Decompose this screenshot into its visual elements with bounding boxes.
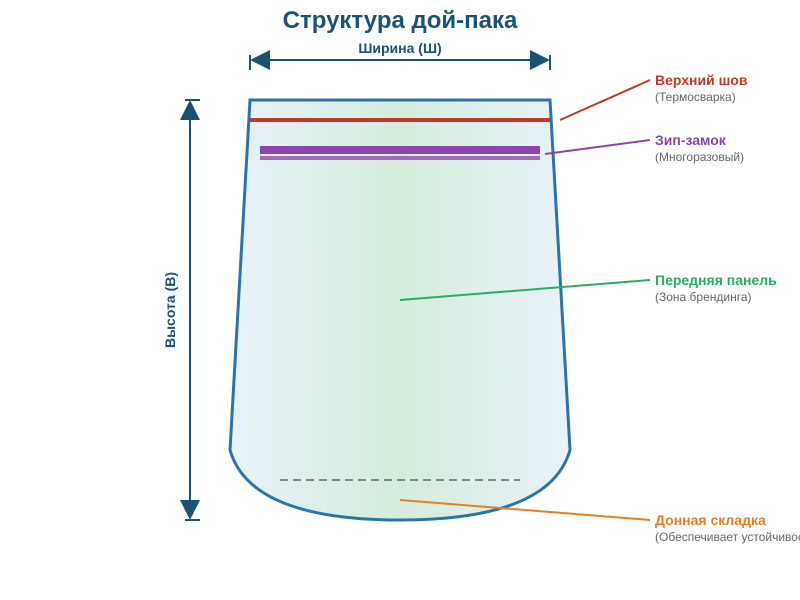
leader-bottom-gusset [399,499,651,521]
height-dimension: Высота (В) [162,99,200,521]
leader-zipper [544,139,651,155]
leader-front-panel [399,279,651,301]
callout-subtitle: (Термосварка) [655,90,736,104]
width-dimension: Ширина (Ш) [249,40,551,70]
leader-top-seal [559,79,651,121]
callout-subtitle: (Обеспечивает устойчивость) [655,530,800,544]
callout-subtitle: (Многоразовый) [655,150,744,164]
callout-title: Передняя панель [655,272,777,288]
callout-zipper: Зип-замок (Многоразовый) [655,132,744,164]
pouch-body [228,98,572,522]
diagram-title: Структура дой-пака [283,7,518,34]
callout-subtitle: (Зона брендинга) [655,290,752,304]
callout-front-panel: Передняя панель (Зона брендинга) [655,272,777,304]
zipper [260,146,540,154]
callout-top-seal: Верхний шов (Термосварка) [655,72,748,104]
callout-title: Верхний шов [655,72,748,88]
height-label: Высота (В) [162,272,178,348]
callout-bottom-gusset: Донная складка (Обеспечивает устойчивост… [655,512,800,544]
callout-title: Донная складка [655,512,766,528]
callout-title: Зип-замок [655,132,727,148]
width-label: Ширина (Ш) [358,40,441,56]
zipper-track [260,156,540,160]
